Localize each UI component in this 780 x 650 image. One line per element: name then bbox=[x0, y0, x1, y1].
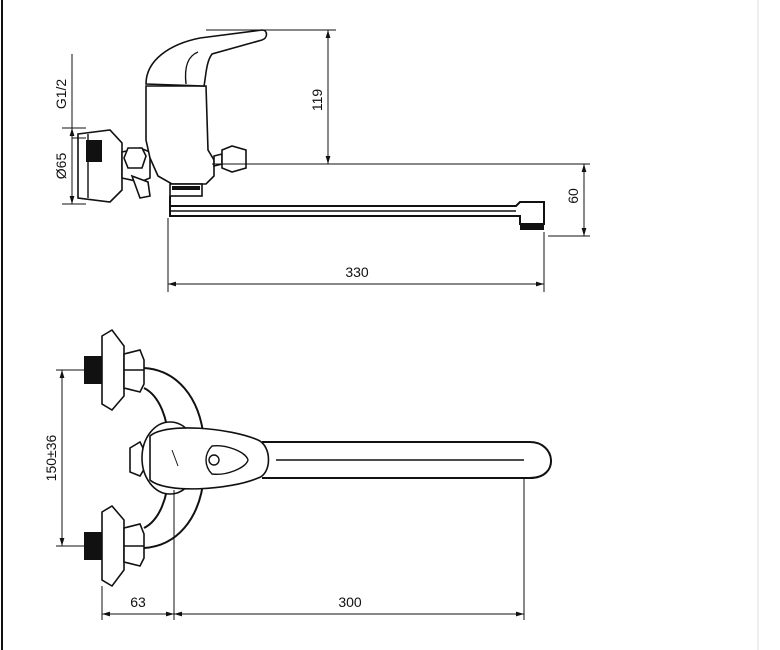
dim-height: 119 bbox=[309, 89, 325, 112]
diverter-knob bbox=[221, 145, 247, 173]
dim-diameter: Ø65 bbox=[53, 153, 69, 180]
lever-handle bbox=[145, 29, 268, 87]
upper-flange bbox=[101, 328, 125, 412]
dim-wall-offset: 63 bbox=[130, 594, 146, 610]
upper-nut bbox=[123, 349, 145, 393]
lower-flange bbox=[101, 504, 125, 588]
top-view: 150±36 63 300 bbox=[43, 328, 552, 620]
spout-top bbox=[262, 441, 552, 479]
dim-spout-length: 330 bbox=[345, 264, 369, 280]
lower-inlet-thread bbox=[84, 532, 104, 560]
lower-nut bbox=[123, 523, 145, 567]
valve-body bbox=[145, 85, 215, 185]
dim-thread: G1/2 bbox=[53, 79, 69, 110]
upper-inlet-thread bbox=[84, 356, 104, 384]
dim-spout-height: 60 bbox=[565, 188, 581, 204]
spout bbox=[169, 196, 545, 225]
dim-spacing: 150±36 bbox=[43, 434, 59, 481]
dim-reach: 300 bbox=[338, 594, 362, 610]
inlet-thread bbox=[86, 140, 102, 162]
aerator bbox=[520, 224, 544, 230]
side-view: 119 60 330 G1/2 Ø65 bbox=[53, 29, 590, 292]
